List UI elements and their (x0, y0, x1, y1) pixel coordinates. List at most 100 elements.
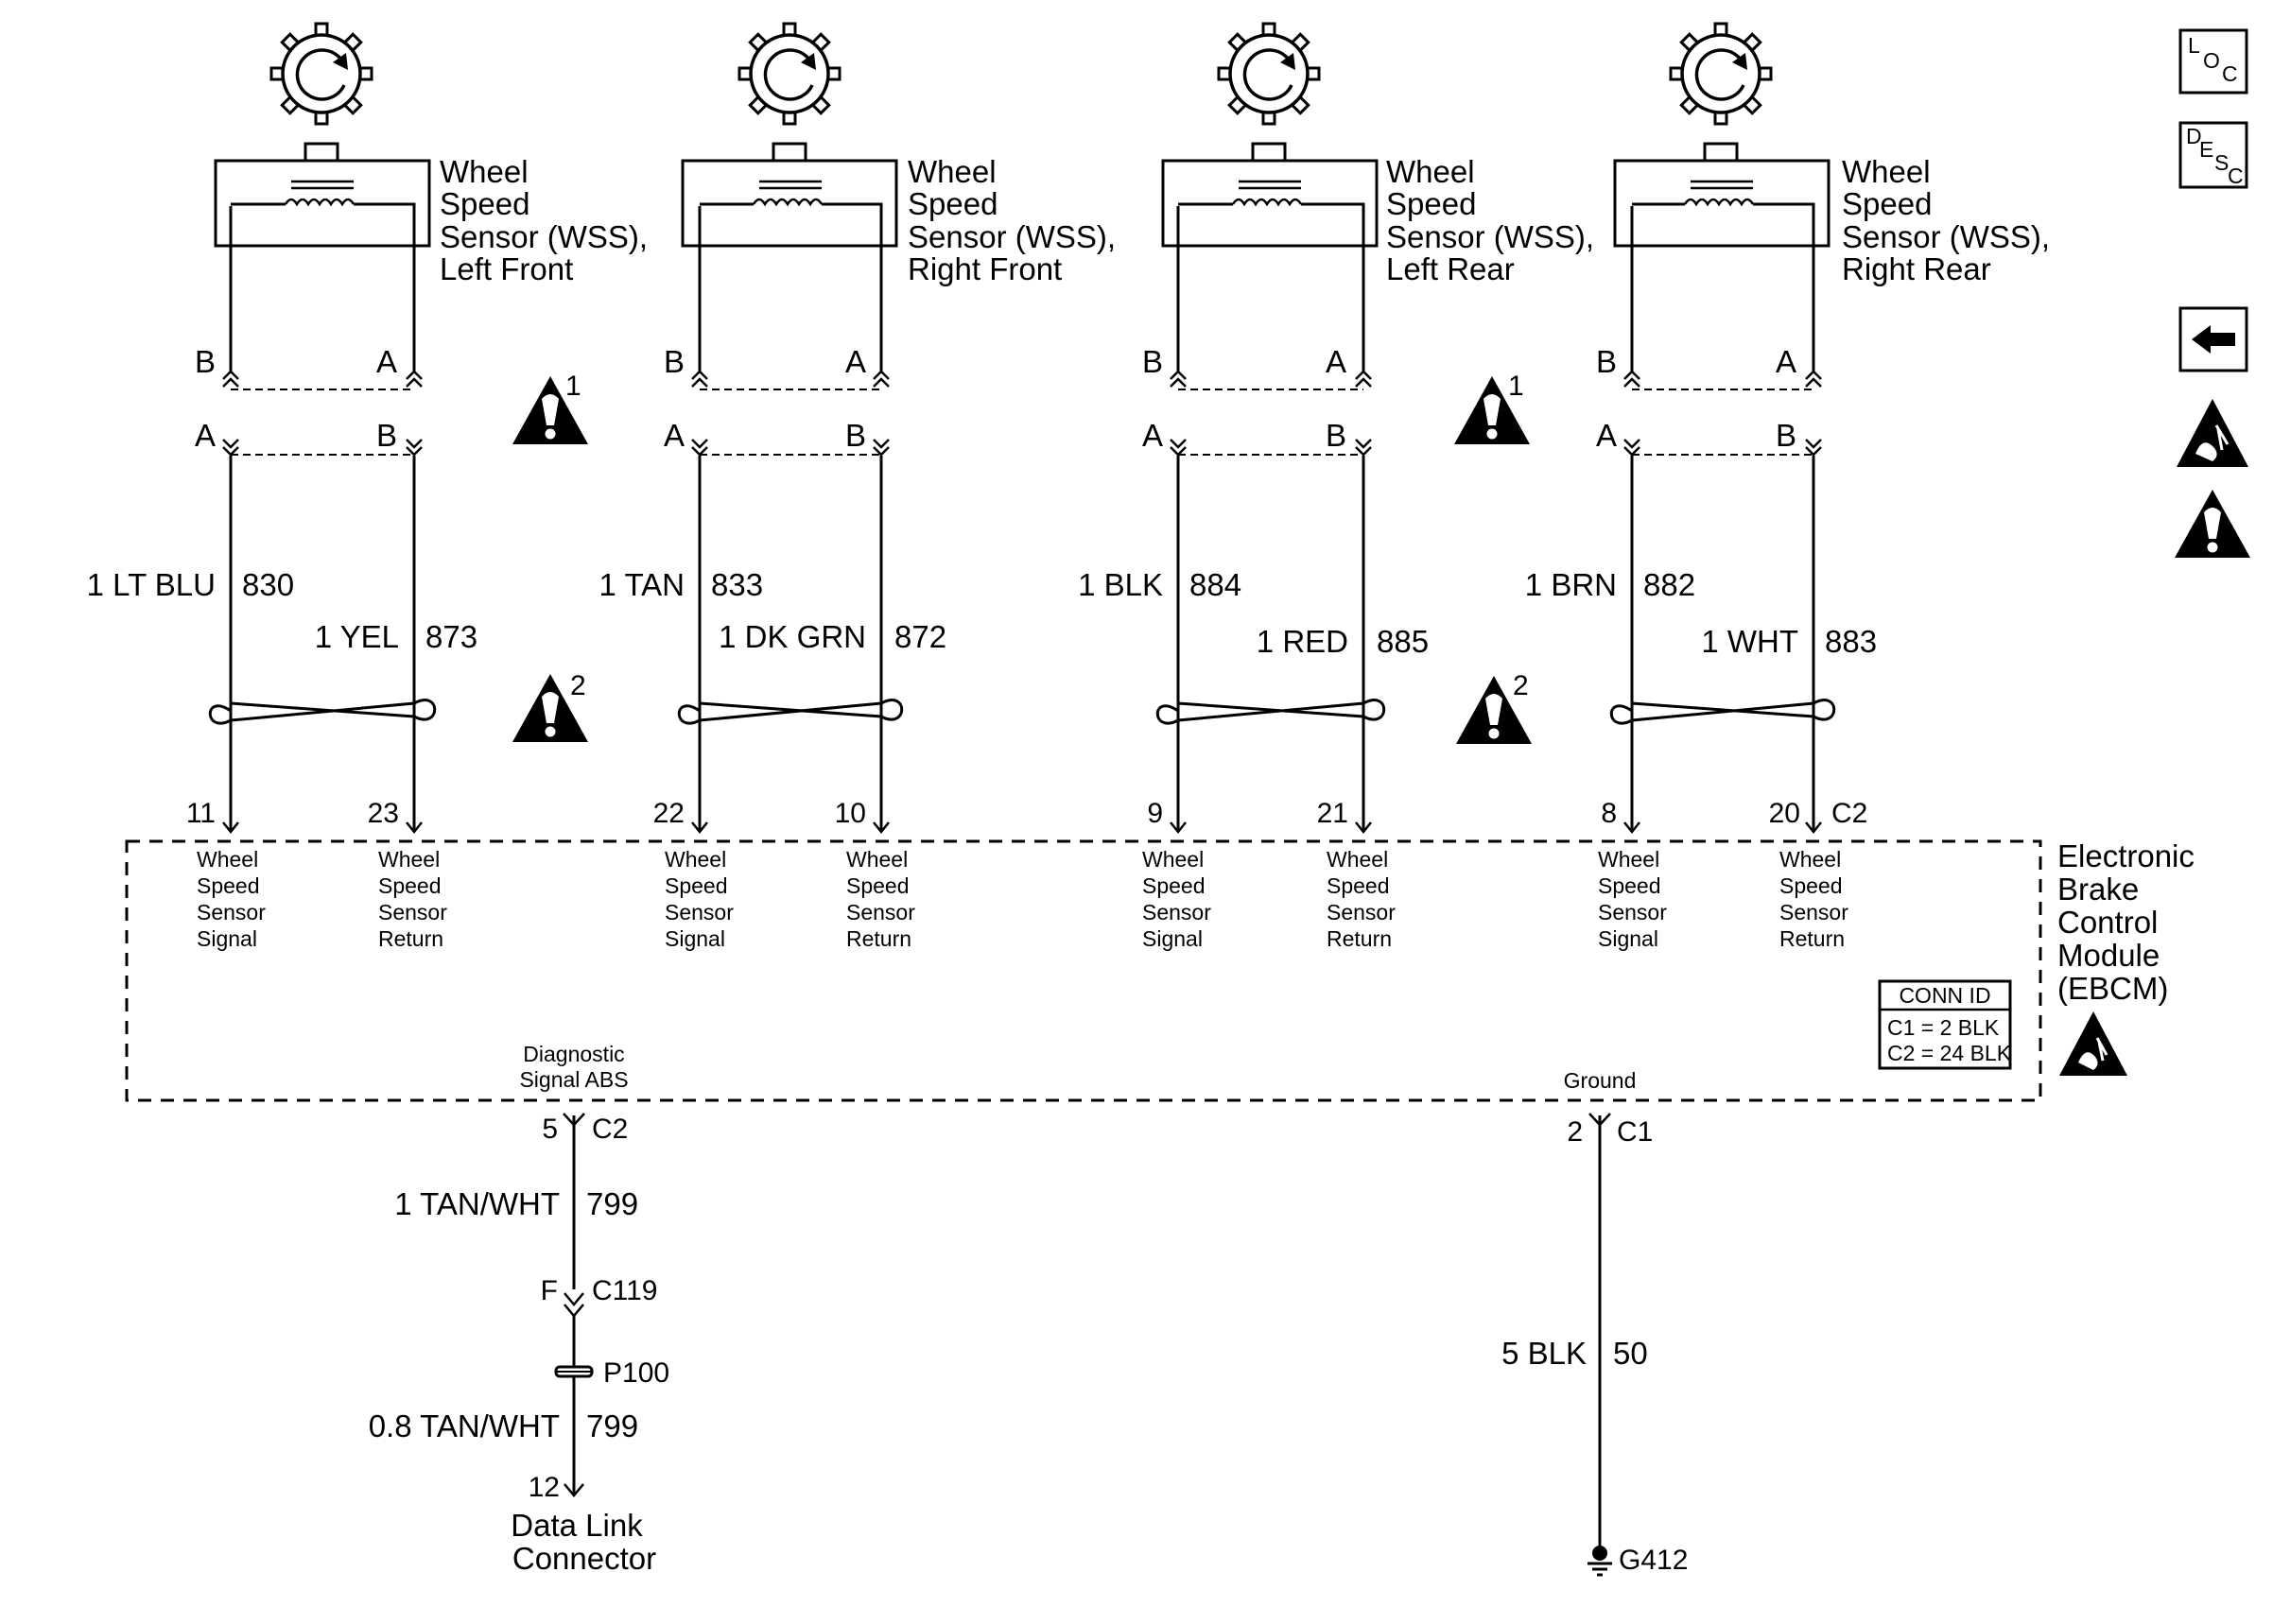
pin-function-label: Speed (1142, 873, 1206, 898)
ebcm-name-line: Control (2057, 905, 2158, 940)
pin-function-label: Speed (378, 873, 442, 898)
caution-icon[interactable] (2175, 490, 2250, 558)
sensor-name-line: Sensor (WSS), (1386, 219, 1594, 254)
wire-color-label: 1 BRN (1525, 567, 1617, 602)
pin-number: 22 (653, 798, 685, 829)
wire-color-label: 1 YEL (315, 619, 399, 654)
connector-cavity-label: B (845, 418, 866, 453)
wire-color-label: 1 RED (1257, 624, 1348, 659)
coil-icon (752, 180, 824, 207)
wire-color-label: 1 TAN/WHT (394, 1186, 560, 1221)
pin-function-label: Signal (665, 926, 725, 951)
pin-function-label: Speed (1327, 873, 1390, 898)
pin-function-label: Speed (665, 873, 728, 898)
sensor-name-line: Right Rear (1842, 251, 1991, 286)
pin-number: 11 (186, 798, 216, 829)
ebcm-module-box (125, 839, 2042, 1102)
connector-label: C2 (592, 1114, 628, 1145)
circuit-number: 799 (586, 1408, 638, 1443)
connector-cavity-label: A (376, 344, 397, 379)
splice-label: P100 (603, 1357, 669, 1389)
sensor-group: Wheel Speed Sensor (WSS), Left Front B A… (87, 22, 2050, 835)
ebcm-name-line: Electronic (2057, 838, 2195, 873)
pin-function-label: Wheel (665, 847, 726, 872)
sensor-name-line: Left Front (440, 251, 573, 286)
desc-button[interactable]: D E S C (2178, 121, 2248, 189)
loc-letter: L (2188, 33, 2200, 58)
twisted-pair-icon (208, 699, 437, 725)
pin-function-label: Sensor (1779, 900, 1848, 924)
caution-note-number: 2 (570, 670, 586, 701)
pin-function-label: Signal (1142, 926, 1203, 951)
connector-cavity-label: B (195, 344, 216, 379)
wire-color-label: 1 BLK (1078, 567, 1163, 602)
sensor-name-line: Wheel (1842, 154, 1931, 189)
pin-function-label: Return (1779, 926, 1845, 951)
connector-cavity-label: A (664, 418, 685, 453)
sensor-name-line: Sensor (WSS), (440, 219, 648, 254)
ground-label: Ground (1564, 1068, 1637, 1093)
twisted-pair-icon (1155, 699, 1386, 725)
circuit-number: 833 (711, 567, 763, 602)
wire-color-label: 5 BLK (1501, 1336, 1587, 1371)
wheel-speed-sensor-left-front: Wheel Speed Sensor (WSS), Left Front B A… (87, 22, 648, 835)
pin-number: 10 (835, 798, 866, 829)
twisted-pair-icon (1609, 699, 1836, 725)
caution-note-number: 1 (565, 371, 581, 402)
coil-icon (1683, 180, 1755, 207)
connector-cavity-label: A (845, 344, 866, 379)
connector-cavity-label: B (376, 418, 397, 453)
dlc-label-line: Data Link (511, 1508, 643, 1543)
tone-wheel-icon (1669, 22, 1773, 126)
connector-cavity-label: A (195, 418, 216, 453)
pin-number: 21 (1317, 798, 1348, 829)
connector-cavity-label: B (1776, 418, 1796, 453)
circuit-number: 830 (242, 567, 294, 602)
wire-color-label: 0.8 TAN/WHT (369, 1408, 560, 1443)
ebcm-connector-label: C2 (1831, 798, 1867, 829)
pin-function-label: Return (846, 926, 911, 951)
pin-number: 8 (1601, 798, 1617, 829)
caution-note-number: 2 (1513, 670, 1529, 701)
wheel-speed-sensor-right-rear: Wheel Speed Sensor (WSS), Right Rear B A… (1525, 22, 2050, 835)
coil-icon (1231, 180, 1303, 207)
circuit-number: 882 (1643, 567, 1695, 602)
back-arrow-icon[interactable] (2178, 306, 2248, 372)
wire-color-label: 1 DK GRN (719, 619, 866, 654)
tone-wheel-icon (737, 22, 842, 126)
pin-function-label: Sensor (665, 900, 734, 924)
connector-cavity-label: A (1596, 418, 1617, 453)
sensor-name-line: Right Front (908, 251, 1062, 286)
connector-label: C119 (592, 1275, 658, 1306)
pin-function-label: Wheel (1142, 847, 1204, 872)
pin-number: 5 (542, 1114, 558, 1145)
wire-color-label: 1 LT BLU (87, 567, 216, 602)
circuit-number: 872 (894, 619, 946, 654)
pin-function-label: Wheel (197, 847, 258, 872)
esd-warning-icon[interactable] (2177, 399, 2248, 467)
diagnostic-circuit: Diagnostic Signal ABS 5 C2 1 TAN/WHT 799… (369, 1042, 669, 1576)
twisted-pair-icon (677, 699, 904, 725)
pin-function-label: Wheel (1779, 847, 1841, 872)
ebcm-name-line: Module (2057, 938, 2160, 973)
pin-function-label: Wheel (1598, 847, 1659, 872)
conn-id-box: CONN ID C1 = 2 BLK C2 = 24 BLK (1878, 979, 2012, 1070)
ebcm-pin-labels: Wheel Speed Sensor Signal Wheel Speed Se… (197, 847, 1848, 951)
loc-button[interactable]: L O C (2178, 28, 2248, 95)
pin-number: F (541, 1275, 558, 1306)
conn-id-title: CONN ID (1899, 983, 1990, 1008)
sensor-name-line: Wheel (440, 154, 529, 189)
circuit-number: 884 (1189, 567, 1241, 602)
ground-id: G412 (1619, 1545, 1688, 1576)
pin-function-label: Signal (1598, 926, 1658, 951)
sensor-name-line: Left Rear (1386, 251, 1515, 286)
pin-function-label: Speed (846, 873, 910, 898)
sensor-name-line: Wheel (908, 154, 997, 189)
pin-function-label: Signal (197, 926, 257, 951)
ebcm-name-line: (EBCM) (2057, 971, 2168, 1006)
tone-wheel-icon (269, 22, 373, 126)
conn-id-line: C1 = 2 BLK (1887, 1015, 2000, 1040)
pin-number: 2 (1567, 1116, 1583, 1148)
pin-function-label: Speed (1779, 873, 1843, 898)
